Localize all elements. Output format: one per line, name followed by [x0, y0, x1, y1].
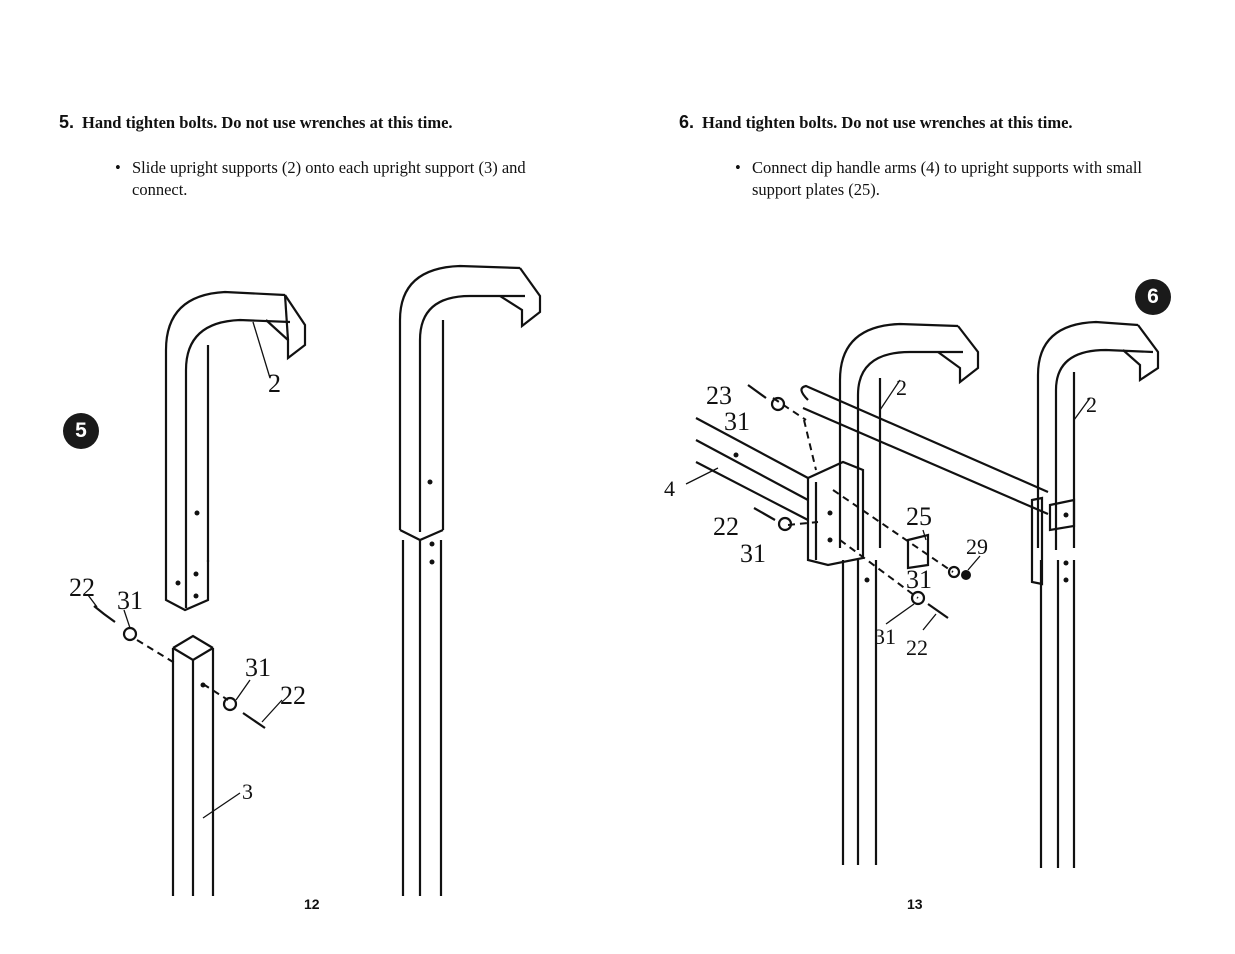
bolt-22-right — [242, 699, 283, 729]
step-5-heading: 5. Hand tighten bolts. Do not use wrenche… — [59, 112, 453, 133]
label-part-31-right: 31 — [245, 653, 271, 682]
support-plate-25 — [906, 529, 930, 570]
label-part-4: 4 — [664, 476, 675, 501]
bolt-path-right — [202, 683, 229, 701]
instruction-text: Slide upright supports (2) onto each upr… — [132, 158, 526, 199]
nut-29 — [961, 555, 981, 580]
label-part-3: 3 — [242, 779, 253, 804]
step-number: 5. — [59, 112, 75, 132]
washer-31-mid — [777, 516, 793, 532]
bolt-path-left — [136, 639, 179, 666]
dip-handle-arm-4 — [685, 384, 1049, 521]
label-part-31-top: 31 — [724, 407, 750, 436]
upright-support-2-right — [398, 264, 542, 896]
upright-support-2-left — [838, 322, 980, 865]
page-13: 6. Hand tighten bolts. Do not use wrenche… — [618, 0, 1235, 954]
label-part-22-left: 22 — [69, 573, 95, 602]
step-badge: 6 — [1135, 279, 1171, 315]
instruction-bullet: • Connect dip handle arms (4) to upright… — [735, 158, 1142, 199]
instruction-text: Connect dip handle arms (4) to upright s… — [752, 158, 1142, 199]
washer-31-center — [947, 565, 961, 579]
assembly-diagram-step-6: 23 31 4 22 31 2 2 25 29 31 31 22 — [664, 320, 1160, 868]
bolt-22-mid — [753, 507, 776, 521]
upright-support-3 — [171, 634, 241, 896]
instruction-bullet: • Slide upright supports (2) onto each u… — [115, 158, 526, 199]
label-part-22-bottom: 22 — [906, 635, 928, 660]
bolt-path-29 — [832, 489, 954, 573]
washer-31-bottom — [885, 590, 926, 625]
washer-31-top — [770, 396, 786, 412]
bolt-path-bottom — [839, 539, 919, 599]
bolt-path-22-mid — [787, 521, 819, 526]
bolt-path-23-down — [803, 419, 817, 471]
support-plate-bracket — [806, 460, 865, 567]
label-part-2: 2 — [268, 369, 281, 398]
label-part-31-mid: 31 — [740, 539, 766, 568]
washer-31-left — [122, 609, 138, 642]
bolt-22-left — [87, 594, 116, 623]
bolt-22-bottom — [922, 603, 949, 631]
upright-support-2-right — [1036, 320, 1160, 868]
page-number: 13 — [907, 896, 923, 912]
label-part-22-mid: 22 — [713, 512, 739, 541]
label-part-31-bottom: 31 — [874, 624, 896, 649]
label-part-22-right: 22 — [280, 681, 306, 710]
leader-line-2 — [252, 321, 271, 379]
bolt-23 — [747, 384, 767, 399]
label-part-2-b: 2 — [1086, 392, 1097, 417]
label-part-29: 29 — [966, 534, 988, 559]
assembly-diagram-step-5: 2 22 31 31 22 3 — [69, 264, 542, 896]
bolt-path-23 — [772, 397, 807, 421]
support-plate-25-right — [1030, 496, 1076, 586]
label-part-23: 23 — [706, 381, 732, 410]
upright-support-2-left — [164, 290, 307, 612]
label-part-31-center: 31 — [906, 565, 932, 594]
step-title: Hand tighten bolts. Do not use wrenches … — [702, 113, 1073, 132]
page-12: 5. Hand tighten bolts. Do not use wrenche… — [0, 0, 617, 954]
label-part-25: 25 — [906, 502, 932, 531]
washer-31-right — [222, 679, 251, 712]
step-6-heading: 6. Hand tighten bolts. Do not use wrenche… — [679, 112, 1073, 133]
step-badge: 5 — [63, 413, 99, 449]
step-title: Hand tighten bolts. Do not use wrenches … — [82, 113, 453, 132]
page-number: 12 — [304, 896, 320, 912]
step-number: 6. — [679, 112, 695, 132]
label-part-2-a: 2 — [896, 375, 907, 400]
label-part-31-left: 31 — [117, 586, 143, 615]
